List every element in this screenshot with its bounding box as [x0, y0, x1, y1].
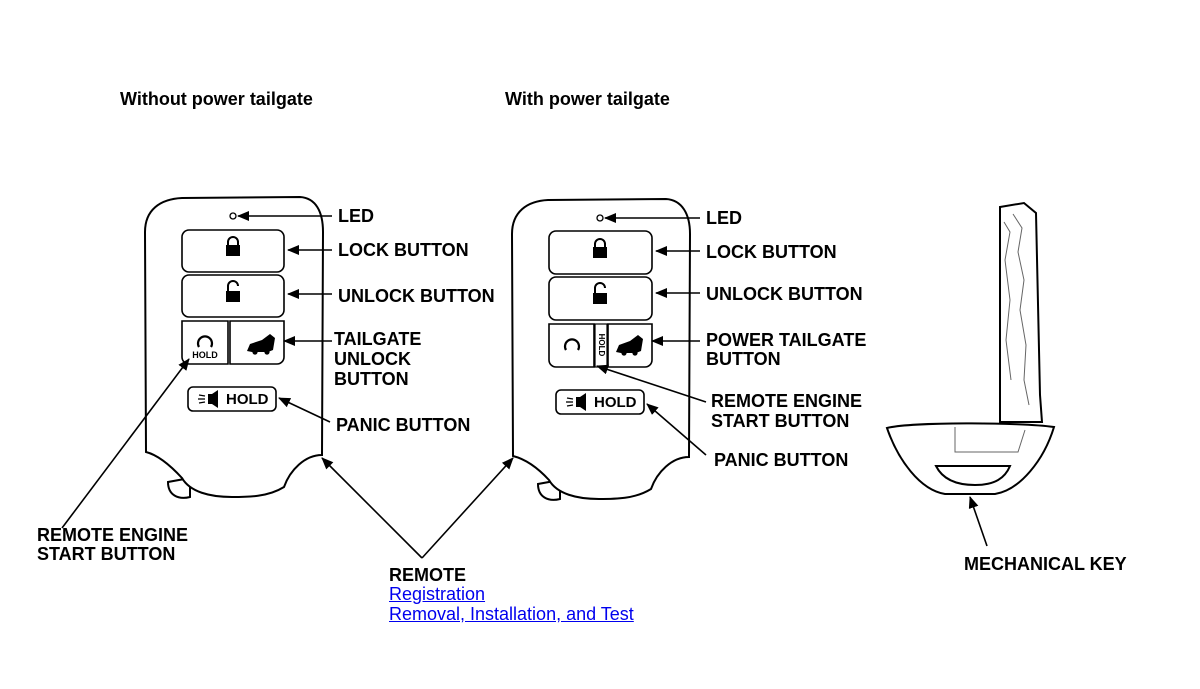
key-grip [934, 465, 1012, 487]
label-tailgate-line2: UNLOCK [334, 349, 411, 369]
key-head [885, 422, 1056, 495]
panic-button[interactable]: HOLD [555, 389, 645, 415]
label-remote-start-line1: REMOTE ENGINE [711, 391, 862, 411]
leader-remote-start [596, 364, 707, 403]
remote-engine-start-button[interactable] [548, 323, 595, 368]
label-tailgate-line3: BUTTON [334, 369, 409, 389]
remote-start-icon [563, 338, 581, 351]
horn-icon [566, 393, 586, 411]
panic-button[interactable]: HOLD [187, 386, 277, 412]
horn-icon [198, 390, 218, 408]
label-led: LED [706, 208, 742, 228]
label-unlock-button: UNLOCK BUTTON [338, 286, 495, 306]
label-remote: REMOTE [389, 565, 466, 585]
label-tailgate-line1: TAILGATE [334, 329, 421, 349]
lock-button[interactable] [548, 230, 653, 275]
key-blade [999, 201, 1044, 423]
power-tailgate-button[interactable] [607, 323, 653, 368]
hold-label: HOLD [226, 391, 269, 408]
hold-vertical-label: HOLD [597, 334, 606, 357]
label-remote-start-line1: REMOTE ENGINE [37, 525, 188, 545]
label-mechanical-key: MECHANICAL KEY [964, 554, 1127, 574]
label-panic-button: PANIC BUTTON [714, 450, 848, 470]
remote-start-icon [196, 335, 214, 348]
tailgate-unlock-button[interactable] [229, 320, 285, 365]
leader-panic [278, 397, 331, 423]
hold-label: HOLD [594, 394, 637, 411]
leader-mechanical-key [968, 496, 988, 547]
mechanical-key [885, 201, 1056, 495]
led-indicator [229, 212, 237, 220]
label-remote-start-line2: START BUTTON [37, 544, 175, 564]
label-unlock-button: UNLOCK BUTTON [706, 284, 863, 304]
lock-closed-icon [593, 238, 607, 258]
leader-remote-start [61, 358, 190, 529]
heading-without-power-tailgate: Without power tailgate [120, 89, 313, 109]
unlock-button[interactable] [181, 274, 285, 318]
label-lock-button: LOCK BUTTON [338, 240, 469, 260]
lock-button[interactable] [181, 229, 285, 273]
heading-with-power-tailgate: With power tailgate [505, 89, 670, 109]
tailgate-icon [247, 334, 275, 355]
remote-fob-without-power-tailgate: HOLD HOLD [143, 195, 325, 499]
label-led: LED [338, 206, 374, 226]
removal-installation-test-link[interactable]: Removal, Installation, and Test [389, 604, 634, 624]
leader-panic [646, 403, 707, 456]
label-panic-button: PANIC BUTTON [336, 415, 470, 435]
label-remote-start-line2: START BUTTON [711, 411, 849, 431]
key-groove [1003, 221, 1012, 381]
remote-fob-with-power-tailgate: HOLD HOLD [510, 197, 692, 501]
led-indicator [596, 214, 604, 222]
key-head-detail [954, 427, 1026, 453]
label-lock-button: LOCK BUTTON [706, 242, 837, 262]
leader-remote-right [421, 457, 514, 559]
registration-link[interactable]: Registration [389, 584, 486, 604]
hold-label: HOLD [192, 350, 218, 360]
key-groove [1012, 213, 1030, 406]
remote-engine-start-button[interactable]: HOLD [181, 320, 229, 365]
label-power-tailgate-line1: POWER TAILGATE [706, 330, 866, 350]
label-power-tailgate-line2: BUTTON [706, 349, 781, 369]
unlock-button[interactable] [548, 276, 653, 321]
hold-strip: HOLD [594, 323, 608, 368]
lock-open-icon [226, 280, 240, 302]
leader-remote-left [321, 457, 423, 559]
lock-closed-icon [226, 236, 240, 256]
lock-open-icon [593, 282, 607, 304]
tailgate-icon [616, 335, 643, 356]
